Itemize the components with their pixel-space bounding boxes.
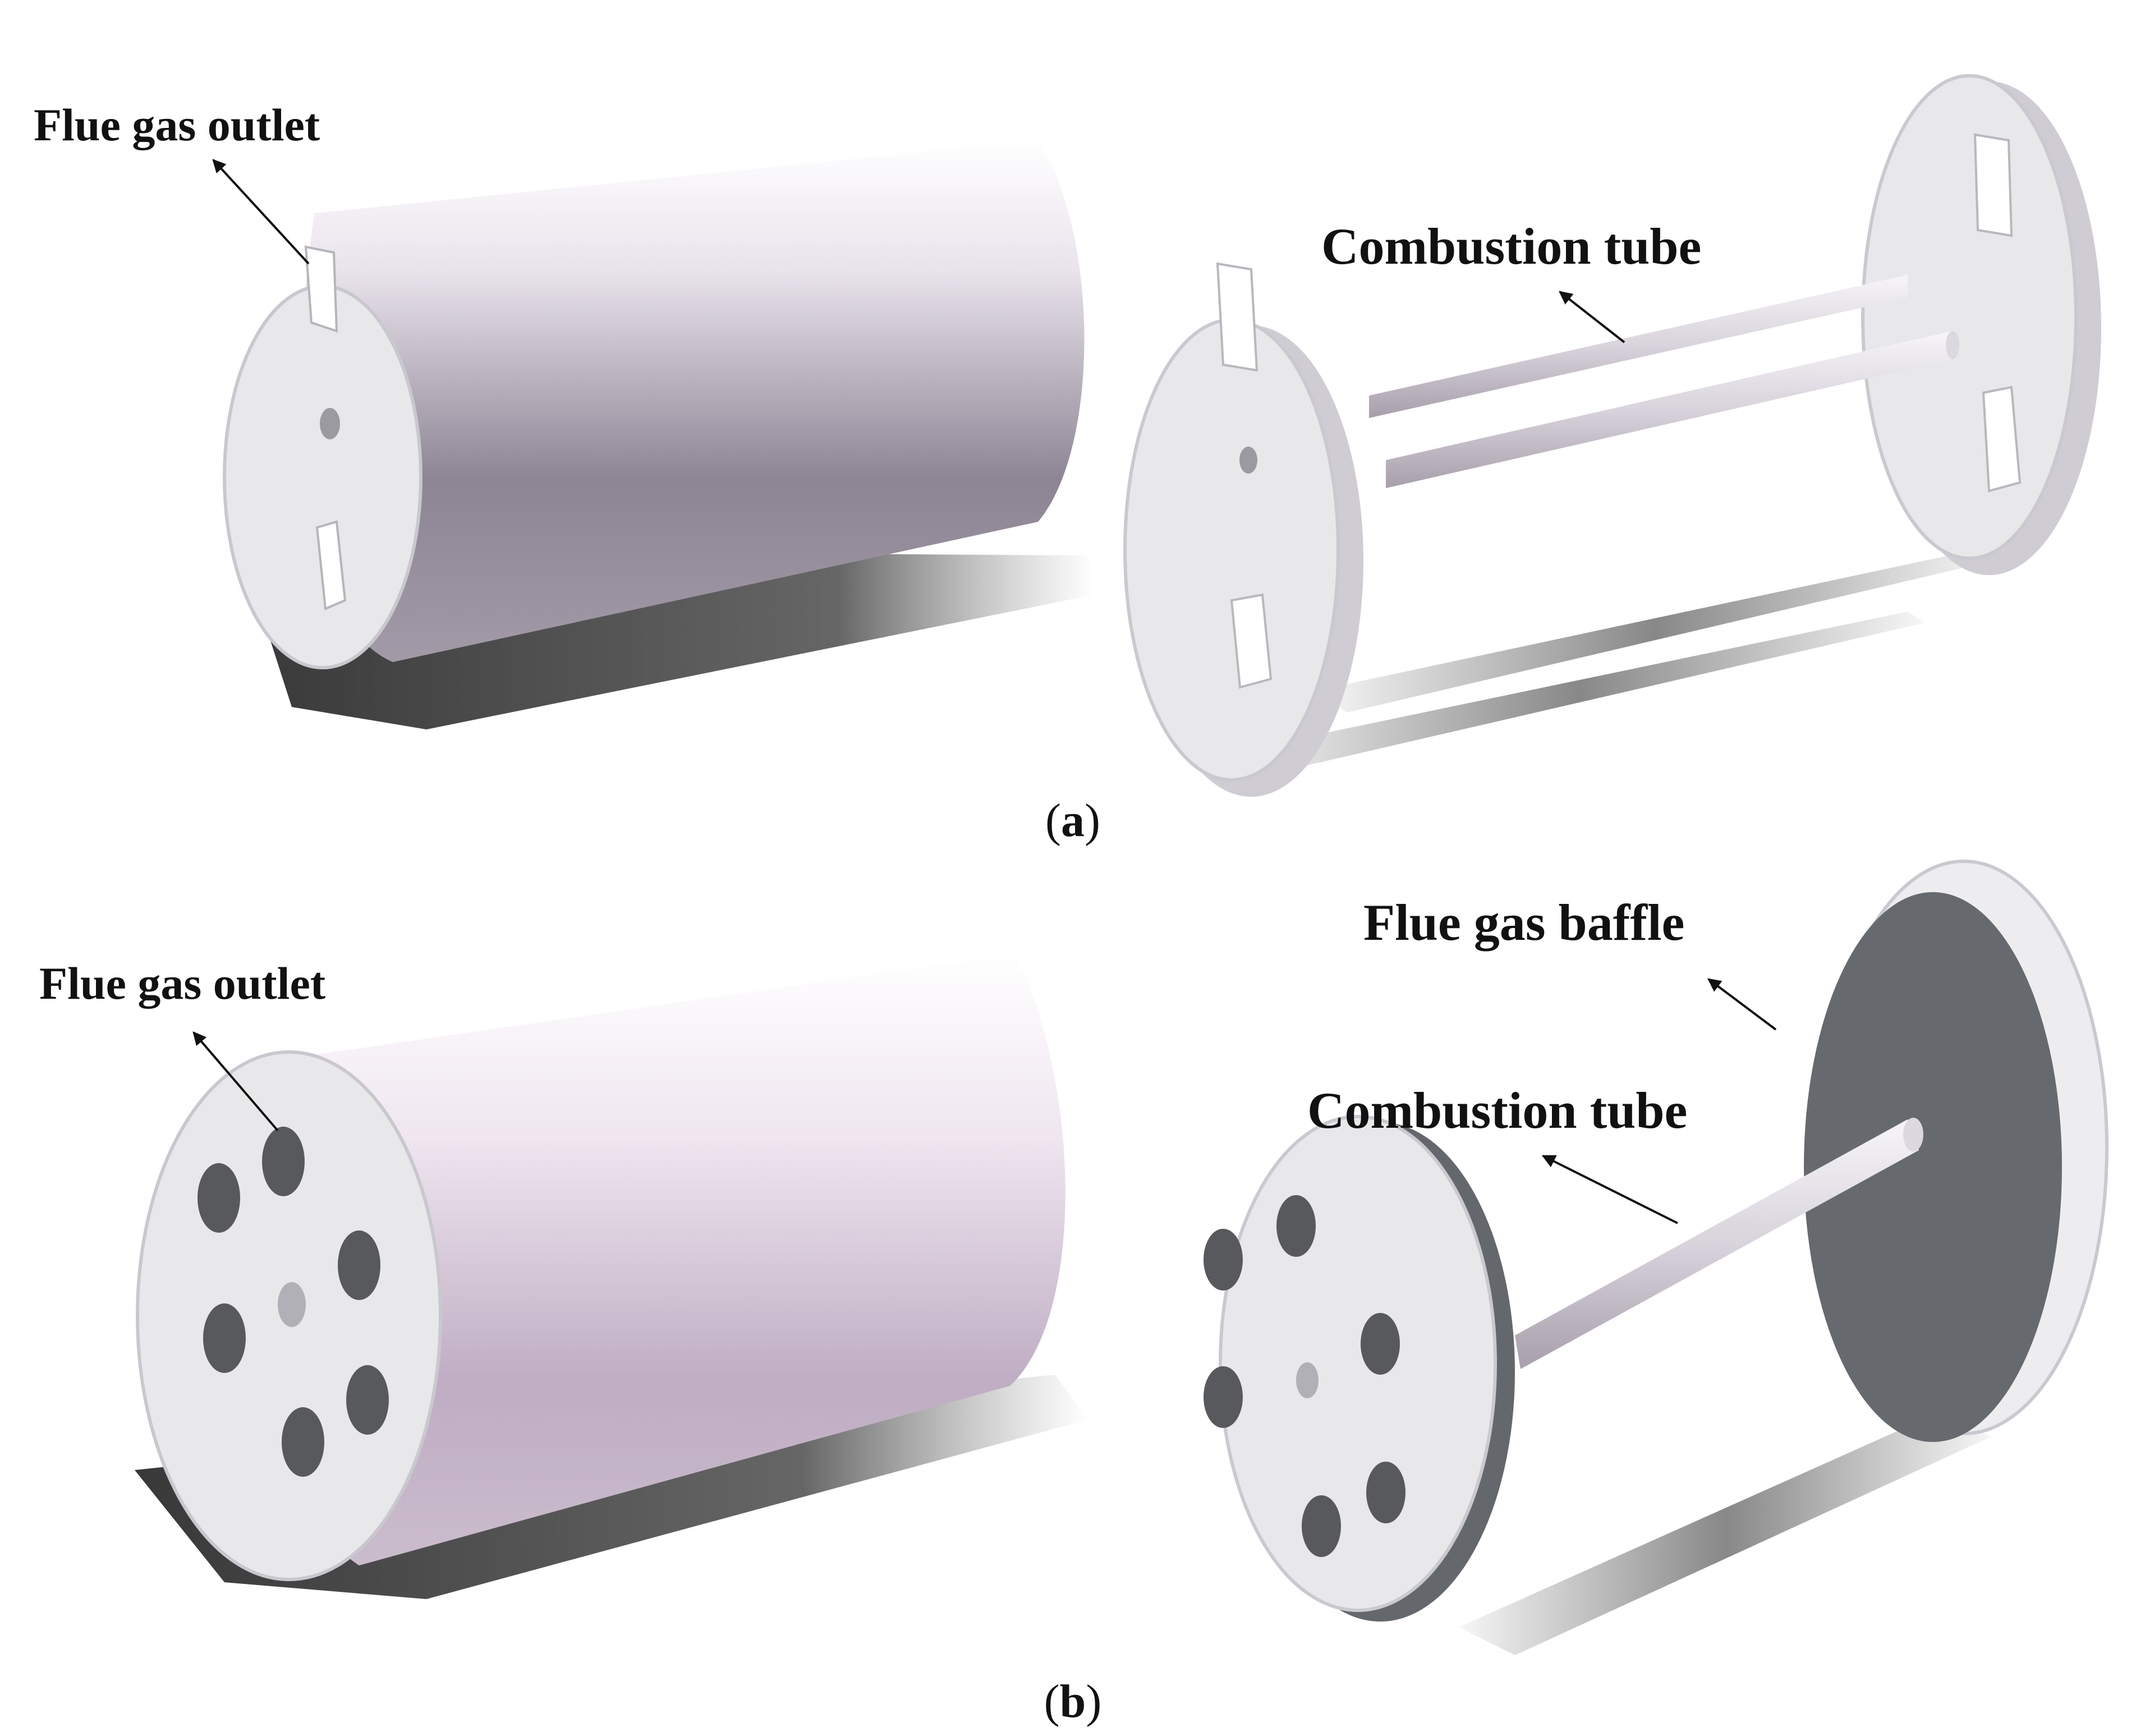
panel-a-cylinder-body <box>301 140 1085 662</box>
panel-b-front-hole <box>1276 1195 1316 1257</box>
panel-a-front-slot <box>1216 262 1258 372</box>
panel-b-tube-end <box>1903 1118 1923 1151</box>
panel-a-rod-shadow <box>1319 550 1992 713</box>
panel-b-flue-gas-outlet-hole <box>203 1303 246 1373</box>
panel-b-center-hole <box>278 1282 306 1327</box>
panel-a-combustion-tube-lower <box>1386 331 1953 488</box>
panel-b-combustion-tube-arrow <box>1541 1155 1678 1224</box>
panel-b-front-hole <box>1366 1462 1405 1523</box>
panel-b-combustion-tube <box>1515 1119 1919 1369</box>
panel-b-flue-gas-outlet-hole <box>338 1230 380 1300</box>
panel-a-back-slot <box>1973 133 2013 237</box>
panel-b-flue-gas-baffle <box>1804 892 2062 1442</box>
panel-b-flue-gas-baffle-label: Flue gas baffle <box>1363 894 1684 951</box>
panel-b-front-hole <box>1302 1495 1341 1557</box>
panel-a-flue-gas-outlet-label: Flue gas outlet <box>34 99 320 150</box>
panel-b-tube-assembly <box>1204 860 2109 1655</box>
panel-a-flue-gas-outlet-arrow <box>212 159 310 265</box>
panel-a-tube-end <box>1946 331 1959 359</box>
panel-b-front-center-hole <box>1296 1362 1319 1398</box>
panel-a-combustion-tube-upper <box>1369 275 1908 418</box>
panel-a-front-slot <box>1230 593 1273 689</box>
panel-a-flue-gas-outlet-slot <box>304 245 338 333</box>
panel-b-assembly-shadow <box>1459 1414 1992 1655</box>
panel-b-cylinder-body <box>268 954 1065 1565</box>
panel-b-flue-gas-outlet-hole <box>346 1365 389 1435</box>
panel-a-combustion-tube-arrow <box>1559 291 1625 343</box>
panel-a-tube-assembly <box>1123 74 2101 797</box>
panel-a-back-slot <box>1982 385 2022 493</box>
panel-a-caption: (a) <box>1045 794 1100 847</box>
panel-b-front-hole <box>1204 1229 1243 1290</box>
panel-b-flue-gas-outlet-hole <box>282 1407 324 1477</box>
panel-a-end-plate <box>223 284 422 669</box>
panel-a-back-plate <box>1861 74 2078 560</box>
panel-a: Flue gas outlet Combustion tube <box>34 74 2101 847</box>
panel-b-front-plate <box>1219 1115 1497 1612</box>
panel-a-flue-gas-outlet-slot <box>315 520 347 610</box>
panel-b-flue-gas-outlet-label: Flue gas outlet <box>39 958 325 1009</box>
panel-a-front-plate <box>1123 318 1340 782</box>
panel-a-front-center-hole <box>1239 447 1257 474</box>
panel-b-burner-assembly <box>135 954 1088 1599</box>
panel-b-combustion-tube-label: Combustion tube <box>1307 1082 1687 1139</box>
panel-b-flue-gas-baffle-arrow <box>1707 978 1777 1031</box>
panel-b-flue-gas-outlet-arrow <box>192 1031 279 1132</box>
panel-a-combustion-tube-label: Combustion tube <box>1321 218 1701 275</box>
panel-a-rod-shadow <box>1234 612 1924 774</box>
panel-b-flue-gas-outlet-hole <box>197 1163 240 1233</box>
panel-b-caption: (b) <box>1044 1675 1102 1728</box>
panel-a-burner-assembly <box>223 140 1094 729</box>
panel-a-center-hole <box>320 408 340 439</box>
panel-b-front-hole <box>1204 1366 1243 1428</box>
panel-b: Flue gas outlet Flue gas baffle Combusti <box>39 860 2109 1728</box>
panel-b-front-hole <box>1361 1313 1400 1375</box>
panel-b-flue-gas-outlet-hole <box>262 1127 305 1196</box>
